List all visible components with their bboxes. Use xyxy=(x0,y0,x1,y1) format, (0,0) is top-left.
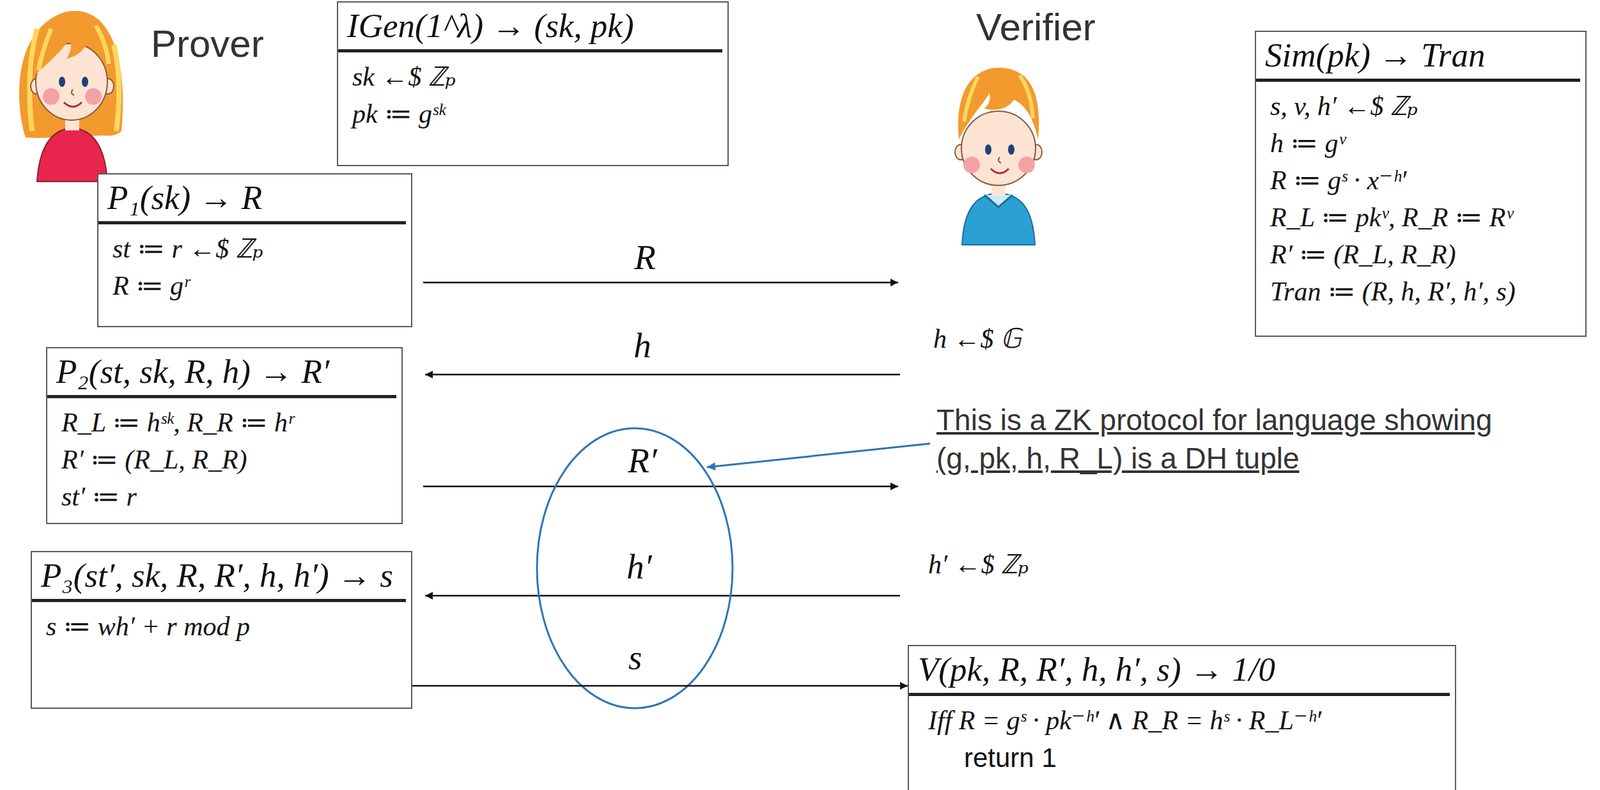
hair-stripe xyxy=(963,76,979,122)
message-arrow xyxy=(425,373,901,376)
algorithm-box: P₁(sk) → R st ≔ r ←$ ℤₚR ≔ gʳ xyxy=(97,173,413,328)
formula-line: R′ ≔ (R_L, R_R) xyxy=(1256,236,1586,274)
message-label: R xyxy=(631,238,659,278)
formula-line: R ≔ gˢ · x⁻ʰ′ xyxy=(1256,162,1586,200)
formula-line: h ≔ gᵛ xyxy=(1256,125,1586,163)
nose xyxy=(998,157,1002,164)
shirt xyxy=(962,193,1035,245)
formula-line: Tran ≔ (R, h, R′, h′, s) xyxy=(1256,273,1586,311)
eye xyxy=(58,76,66,87)
sampling-note: h ←$ 𝔾 xyxy=(933,324,1022,354)
formula-line: R_L ≔ pkᵛ, R_R ≔ Rᵛ xyxy=(1256,199,1586,237)
role-label: Prover xyxy=(150,23,265,66)
hair-back xyxy=(19,10,123,139)
cheek xyxy=(42,88,60,105)
hair-stripe xyxy=(1019,75,1034,119)
sampling-note: h′ ←$ ℤₚ xyxy=(928,549,1029,580)
eye xyxy=(985,144,992,155)
cheek xyxy=(1018,156,1035,174)
highlight-ellipse xyxy=(536,428,733,709)
formula-line: pk ≔ gˢᵏ xyxy=(338,95,728,133)
formula-line: Iff R = gˢ · pk⁻ʰ′ ∧ R_R = hˢ · R_L⁻ʰ′ xyxy=(908,702,1455,740)
cheek xyxy=(963,156,980,174)
formula-line: R_L ≔ hˢᵏ, R_R ≔ hʳ xyxy=(47,404,402,442)
algorithm-box: Sim(pk) → Tran s, v, h′ ←$ ℤₚh ≔ gᵛR ≔ gˢ… xyxy=(1254,30,1587,337)
message-label: R′ xyxy=(625,441,660,481)
prover-figure xyxy=(19,10,123,182)
verifier-figure xyxy=(955,67,1042,245)
hair xyxy=(958,67,1039,140)
message-arrow xyxy=(425,595,901,598)
collar xyxy=(984,194,1013,208)
box-heading: P₁(sk) → R xyxy=(98,174,406,225)
message-arrow xyxy=(412,685,908,688)
algorithm-box: P₂(st, sk, R, h) → R′ R_L ≔ hˢᵏ, R_R ≔ hʳ… xyxy=(46,347,403,525)
hair-stripe xyxy=(113,44,119,132)
annotation-note: This is a ZK protocol for language showi… xyxy=(936,401,1500,479)
message-arrow xyxy=(423,485,899,488)
box-heading: IGen(1^λ) → (sk, pk) xyxy=(338,2,723,53)
cheek xyxy=(85,88,102,105)
formula-line: R ≔ gʳ xyxy=(98,267,412,305)
formula-line: R′ ≔ (R_L, R_R) xyxy=(47,441,402,479)
hair-bangs xyxy=(33,15,114,77)
nose xyxy=(71,89,75,96)
algorithm-box: IGen(1^λ) → (sk, pk) sk ←$ ℤₚpk ≔ gˢᵏ xyxy=(336,1,729,167)
formula-line: s, v, h′ ←$ ℤₚ xyxy=(1256,88,1586,126)
box-heading: P₂(st, sk, R, h) → R′ xyxy=(47,348,397,399)
hair-stripe xyxy=(38,28,52,71)
eye xyxy=(81,76,89,87)
verify-box: V(pk, R, R′, h, h′, s) → 1/0Iff R = gˢ ·… xyxy=(907,644,1457,790)
algorithm-box: P₃(st′, sk, R, R′, h, h′) → s s ≔ wh′ + r… xyxy=(30,551,413,709)
message-label: h xyxy=(630,326,654,366)
eye xyxy=(1008,144,1015,155)
message-arrow xyxy=(423,281,899,284)
formula-line: st ≔ r ←$ ℤₚ xyxy=(98,230,412,268)
message-label: h′ xyxy=(623,547,655,587)
formula-line: s ≔ wh′ + r mod p xyxy=(31,608,412,646)
message-label: s xyxy=(625,638,645,678)
mouth xyxy=(990,168,1009,174)
formula-line: st′ ≔ r xyxy=(47,478,402,516)
mouth xyxy=(63,102,82,107)
leader-arrow xyxy=(706,443,931,468)
hair-stripe xyxy=(95,25,109,64)
box-heading: V(pk, R, R′, h, h′, s) → 1/0 xyxy=(908,646,1450,697)
face xyxy=(961,111,1036,186)
formula-line: return 1 xyxy=(908,739,1455,777)
formula-line: sk ←$ ℤₚ xyxy=(338,58,728,96)
box-heading: P₃(st′, sk, R, R′, h, h′) → s xyxy=(31,552,406,603)
role-label: Verifier xyxy=(976,6,1096,49)
box-heading: Sim(pk) → Tran xyxy=(1256,31,1581,82)
